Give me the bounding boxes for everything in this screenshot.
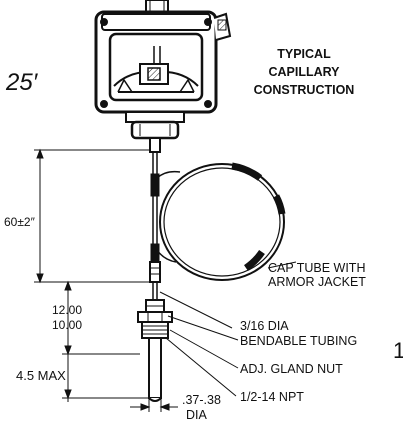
- callout-leaders: [159, 261, 297, 397]
- callout-cap-tube-2: ARMOR JACKET: [268, 275, 366, 289]
- callout-tubing-2: BENDABLE TUBING: [240, 334, 357, 348]
- title-line-1: TYPICAL: [277, 47, 331, 61]
- side-text: 25′: [5, 69, 39, 96]
- dim-bulb-max: 4.5 MAX: [16, 368, 66, 383]
- callout-cap-tube-1: CAP TUBE WITH: [268, 261, 365, 275]
- title-line-3: CONSTRUCTION: [254, 83, 355, 97]
- switch-housing: [94, 0, 232, 140]
- capillary-stem: [149, 137, 161, 300]
- side-mark: 1.: [393, 338, 403, 363]
- dimension-lines: [34, 148, 178, 412]
- dim-length-tolerance: 60±2″: [4, 215, 36, 229]
- callout-tubing-1: 3/16 DIA: [240, 319, 289, 333]
- dim-insertion-max: 12.00: [52, 303, 82, 317]
- dim-insertion-min: 10.00: [52, 318, 82, 332]
- callout-npt: 1/2-14 NPT: [240, 390, 304, 404]
- dim-diameter: .37-.38: [182, 393, 221, 407]
- coiled-cap-tube: [156, 162, 286, 281]
- callout-gland-nut: ADJ. GLAND NUT: [240, 362, 343, 376]
- title-line-2: CAPILLARY: [268, 65, 340, 79]
- dim-diameter-unit: DIA: [186, 408, 208, 422]
- gland-bulb-assembly: [137, 299, 173, 402]
